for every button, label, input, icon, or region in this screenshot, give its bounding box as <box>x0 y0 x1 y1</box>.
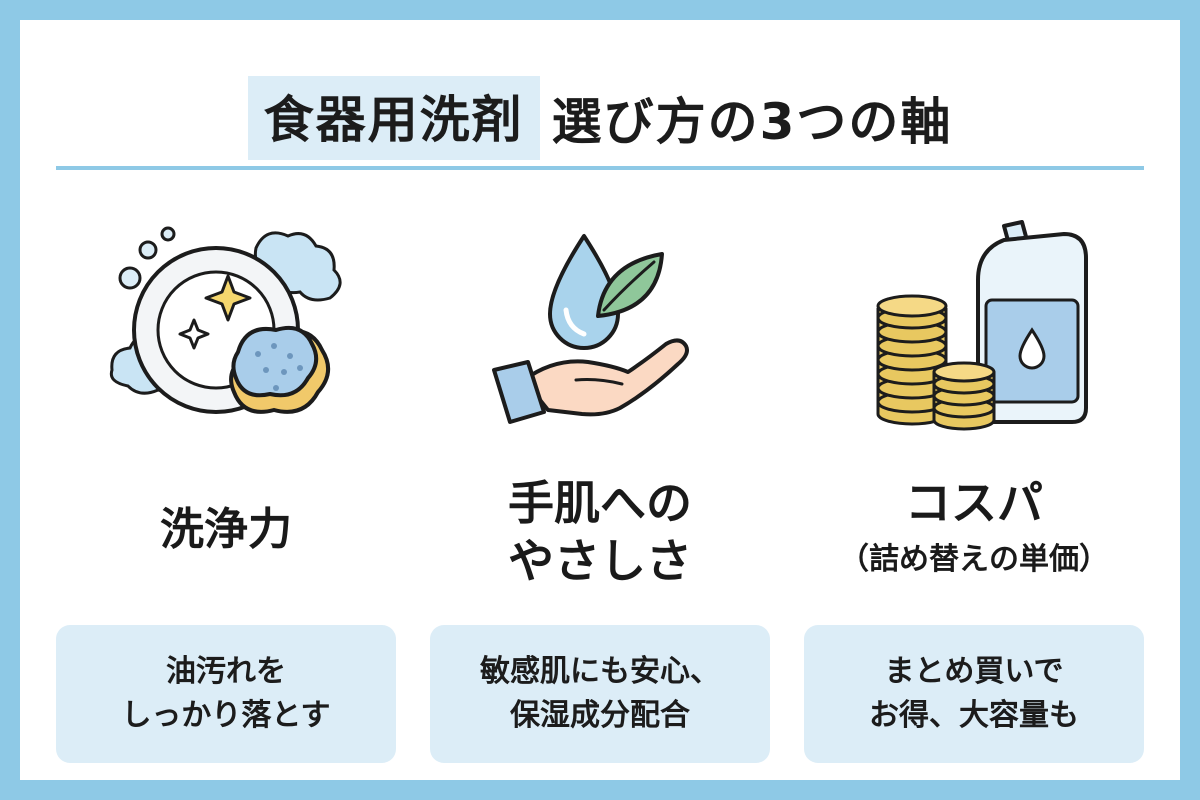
axis-description-box: まとめ買いで お得、大容量も <box>804 625 1144 763</box>
axis-description-line: 油汚れを <box>166 654 286 689</box>
page-title: 食器用洗剤 選び方の3つの軸 <box>20 76 1180 160</box>
axis-description-line: まとめ買いで <box>884 654 1064 689</box>
axis-cost-performance: コスパ （詰め替えの単価） まとめ買いで お得、大容量も <box>804 220 1144 763</box>
infographic-card: 食器用洗剤 選び方の3つの軸 <box>20 20 1180 780</box>
hand-water-drop-leaf-icon <box>480 220 720 440</box>
axis-cleaning-power: 洗浄力 油汚れを しっかり落とす <box>56 220 396 763</box>
title-divider <box>56 166 1144 170</box>
axis-skin-gentleness: 手肌への やさしさ 敏感肌にも安心、 保湿成分配合 <box>430 220 770 763</box>
axis-description-line: 保湿成分配合 <box>510 698 690 733</box>
axis-label: コスパ <box>905 476 1043 530</box>
title-rest: 選び方の3つの軸 <box>551 93 953 151</box>
axis-label: 手肌への <box>508 476 692 530</box>
sparkling-dish-sponge-icon <box>106 220 346 440</box>
axis-description-line: お得、大容量も <box>869 698 1079 733</box>
axis-label: 洗浄力 <box>160 504 292 555</box>
axis-description-box: 油汚れを しっかり落とす <box>56 625 396 763</box>
axis-label: やさしさ <box>508 534 692 588</box>
axis-description-box: 敏感肌にも安心、 保湿成分配合 <box>430 625 770 763</box>
refill-pouch-coins-icon <box>854 220 1094 440</box>
axis-description-line: しっかり落とす <box>121 698 331 733</box>
axis-description-line: 敏感肌にも安心、 <box>480 654 720 689</box>
axis-sublabel: （詰め替えの単価） <box>839 542 1109 577</box>
title-highlight: 食器用洗剤 <box>247 76 540 160</box>
